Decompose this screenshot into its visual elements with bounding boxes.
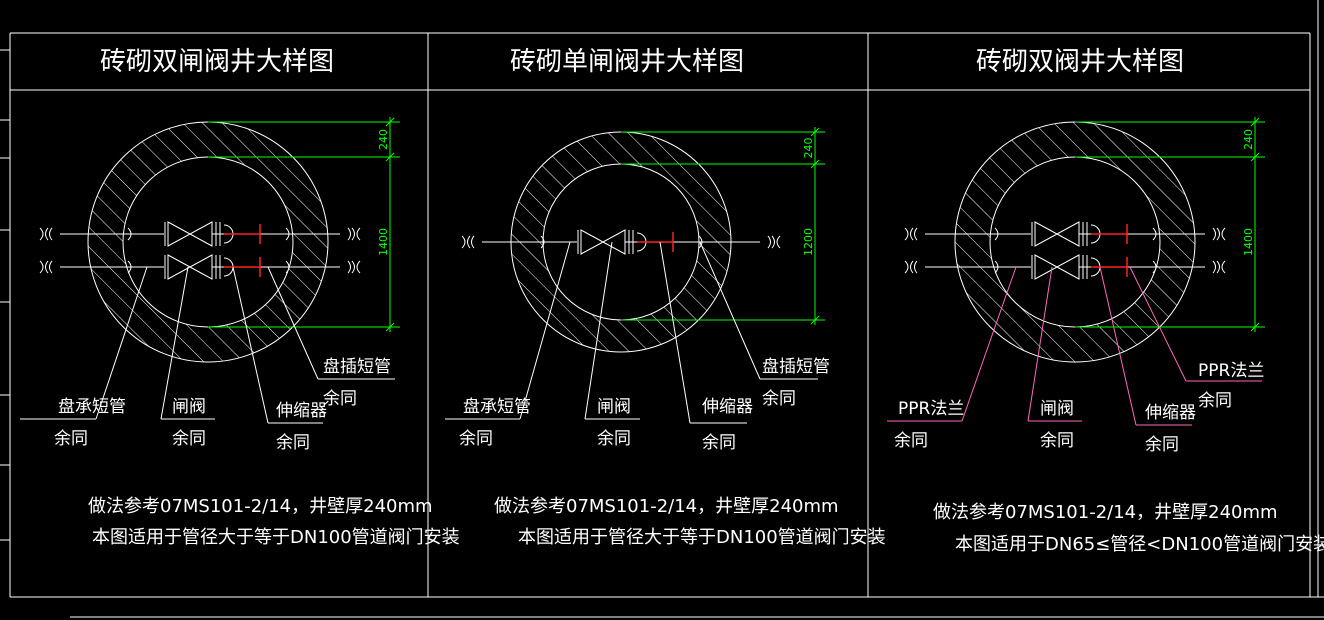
gate-valve-icon	[167, 254, 213, 280]
panel-title: 砖砌双阀井大样图	[976, 47, 1184, 77]
dimension-lines	[1075, 117, 1265, 332]
dimension-lines	[208, 117, 400, 332]
pipe-line-with-valve	[461, 229, 781, 255]
callout-text: 盘承短管	[58, 397, 126, 417]
callout-subtext: 余同	[54, 429, 88, 449]
panel-title: 砖砌双闸阀井大样图	[100, 47, 334, 77]
panel-3: 砖砌双阀井大样图2401400PPR法兰余同闸阀余同伸缩器余同PPR法兰余同做法…	[887, 47, 1324, 555]
callout-text: 盘承短管	[463, 397, 531, 417]
panel-1: 砖砌双闸阀井大样图2401400盘承短管余同闸阀余同伸缩器余同盘插短管余同做法参…	[20, 47, 460, 548]
callout-text: 伸缩器	[276, 401, 327, 421]
callout-subtext: 余同	[276, 433, 310, 453]
panel-2: 砖砌单闸阀井大样图2401200盘承短管余同闸阀余同伸缩器余同盘插短管余同做法参…	[445, 47, 886, 548]
dimension-wall: 240	[377, 129, 390, 150]
dimension-wall: 240	[1242, 129, 1255, 150]
callout-subtext: 余同	[1040, 431, 1074, 451]
callout-text: PPR法兰	[898, 399, 964, 419]
well-wall-ring	[954, 121, 1196, 363]
dimension-diameter: 1400	[377, 228, 390, 256]
construction-note: 做法参考07MS101-2/14，井壁厚240mm	[494, 496, 839, 517]
callout-text: 闸阀	[1040, 399, 1074, 419]
callout-subtext: 余同	[762, 389, 796, 409]
dimension-wall: 240	[802, 138, 815, 159]
callout-subtext: 余同	[1145, 435, 1179, 455]
callout-text: 闸阀	[597, 397, 631, 417]
callout-text: 伸缩器	[702, 397, 753, 417]
callout-subtext: 余同	[597, 429, 631, 449]
callout-text: 盘插短管	[323, 357, 391, 377]
dimension-diameter: 1400	[1242, 228, 1255, 256]
pipe-line-with-valve	[39, 221, 361, 247]
callout-subtext: 余同	[702, 433, 736, 453]
callout-subtext: 余同	[172, 429, 206, 449]
applicability-note: 本图适用于DN65≤管径<DN100管道阀门安装	[955, 534, 1324, 555]
well-wall-ring	[87, 121, 329, 363]
callout-text: PPR法兰	[1198, 361, 1264, 381]
callout-subtext: 余同	[894, 431, 928, 451]
construction-note: 做法参考07MS101-2/14，井壁厚240mm	[88, 496, 433, 517]
pipe-line-with-valve	[904, 221, 1226, 247]
pipe-line-with-valve	[39, 254, 361, 280]
gate-valve-icon	[1034, 254, 1080, 280]
panel-title: 砖砌单闸阀井大样图	[510, 47, 744, 77]
callout-text: 伸缩器	[1145, 403, 1196, 423]
dimension-lines	[621, 127, 825, 325]
callout-subtext: 余同	[1198, 391, 1232, 411]
dimension-diameter: 1200	[802, 228, 815, 256]
callout-text: 盘插短管	[762, 357, 830, 377]
applicability-note: 本图适用于管径大于等于DN100管道阀门安装	[518, 527, 886, 548]
gate-valve-icon	[167, 221, 213, 247]
callout-subtext: 余同	[459, 429, 493, 449]
callout-subtext: 余同	[323, 389, 357, 409]
gate-valve-icon	[580, 229, 626, 255]
construction-note: 做法参考07MS101-2/14，井壁厚240mm	[933, 502, 1278, 523]
pipe-line-with-valve	[904, 254, 1226, 280]
applicability-note: 本图适用于管径大于等于DN100管道阀门安装	[92, 527, 460, 548]
callout-text: 闸阀	[172, 397, 206, 417]
gate-valve-icon	[1034, 221, 1080, 247]
